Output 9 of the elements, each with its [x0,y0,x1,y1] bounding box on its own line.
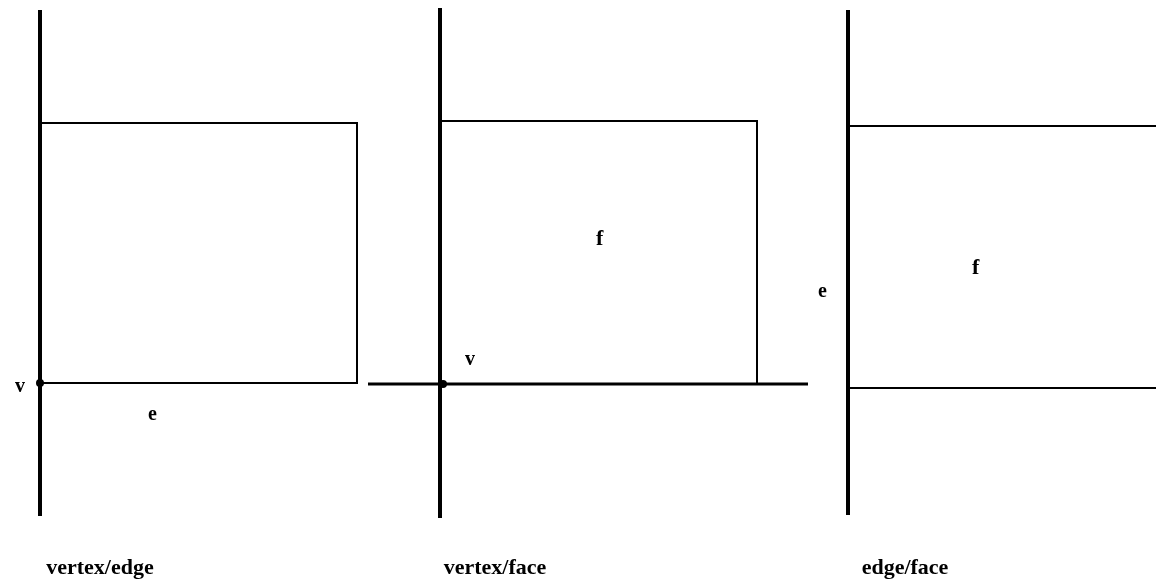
vertex-label: v [465,348,475,368]
letter-label: e [148,403,157,423]
caption: edge/face [861,555,949,578]
letter-label: e [818,280,827,300]
vertex-label: v [15,375,25,395]
face-label: f [596,226,604,249]
caption: vertex/edge [46,555,154,578]
face-label: f [972,255,980,278]
caption: vertex/face [443,555,547,578]
